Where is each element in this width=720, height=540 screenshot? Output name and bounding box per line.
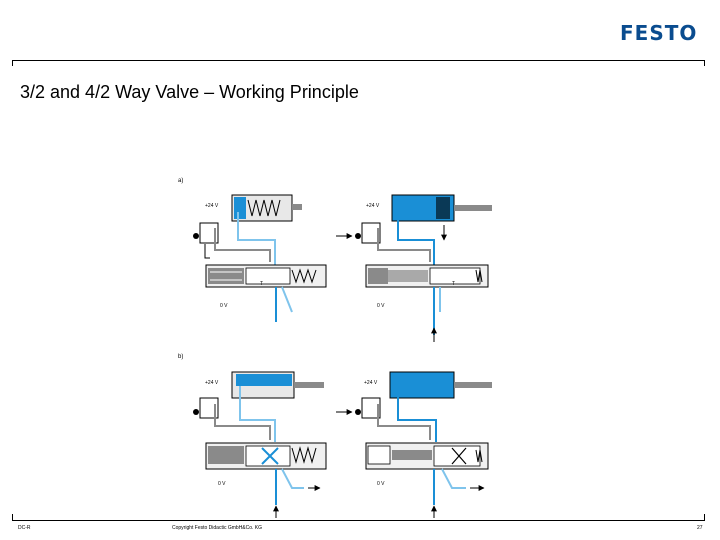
port-label: T <box>260 281 263 287</box>
section-label-b: b) <box>178 354 183 360</box>
header-rule-right-tick <box>704 60 705 66</box>
slide-title: 3/2 and 4/2 Way Valve – Working Principl… <box>20 82 359 102</box>
festo-logo: FESTO <box>620 21 698 45</box>
footer-rule <box>12 520 705 521</box>
footer-rule-left-tick <box>12 514 13 520</box>
valve-a-left: +24 V 0 V T <box>193 194 327 322</box>
footer-page-number: 27 <box>697 525 703 531</box>
valve-b-right: +24 V 0 V <box>336 371 492 518</box>
voltage-label: 0 V <box>220 303 228 309</box>
voltage-label: +24 V <box>205 380 219 386</box>
valve-b-left: +24 V 0 V <box>193 371 327 518</box>
header-rule <box>12 60 705 61</box>
footer-rule-right-tick <box>704 514 705 520</box>
footer-copyright: Copyright Festo Didactic GmbH&Co. KG <box>172 525 263 531</box>
voltage-label: 0 V <box>377 303 385 309</box>
voltage-label: +24 V <box>364 380 378 386</box>
port-label: T <box>452 281 455 287</box>
section-label-a: a) <box>178 178 183 184</box>
voltage-label: +24 V <box>366 203 380 209</box>
valve-a-right: +24 V 0 V T <box>336 194 492 342</box>
footer-left-text: DC-R <box>18 525 31 531</box>
voltage-label: 0 V <box>218 481 226 487</box>
voltage-label: 0 V <box>377 481 385 487</box>
voltage-label: +24 V <box>205 203 219 209</box>
header-rule-left-tick <box>12 60 13 66</box>
